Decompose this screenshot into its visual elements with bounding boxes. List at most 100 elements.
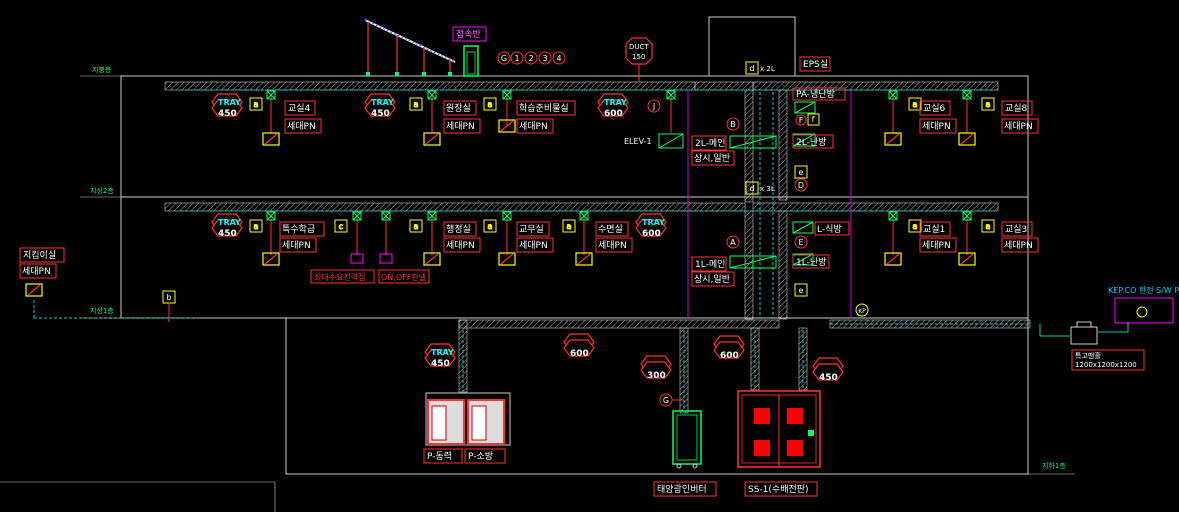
svg-text:450: 450 — [431, 359, 450, 369]
svg-text:ON,OFF판넬: ON,OFF판넬 — [381, 273, 426, 282]
tray-b-300: 300 — [640, 355, 672, 381]
ss1-switchboard: SS-1(수배전판) — [737, 390, 821, 497]
svg-text:세대PN: 세대PN — [446, 240, 475, 251]
svg-text:f: f — [812, 115, 815, 124]
demand-onoff-labels: 최대수요전력점 ON,OFF판넬 — [310, 269, 430, 284]
svg-text:학습준비물실: 학습준비물실 — [519, 103, 569, 114]
svg-text:SS-1(수배전판): SS-1(수배전판) — [748, 484, 809, 495]
svg-text:B: B — [730, 120, 736, 129]
svg-text:2: 2 — [528, 54, 533, 63]
junction-box: 접속반 — [452, 26, 487, 77]
svg-text:태양광인버터: 태양광인버터 — [657, 483, 707, 495]
2l-main-panel: B 2L-메인 상시,일반 — [691, 117, 777, 166]
svg-text:L-식방: L-식방 — [817, 224, 842, 235]
svg-text:세대PN: 세대PN — [519, 121, 548, 132]
svg-text:450: 450 — [218, 109, 237, 119]
svg-text:세대PN: 세대PN — [922, 121, 951, 132]
svg-text:1L-난방: 1L-난방 — [796, 257, 826, 268]
svg-text:A: A — [730, 238, 736, 247]
solar-array — [364, 19, 456, 76]
svg-text:a: a — [488, 100, 493, 109]
svg-text:d: d — [749, 64, 754, 73]
svg-text:교실3: 교실3 — [1005, 224, 1027, 235]
level-roof: 지붕층 — [92, 65, 112, 74]
svg-text:450: 450 — [218, 229, 237, 239]
svg-text:1: 1 — [514, 54, 519, 63]
svg-text:a: a — [567, 222, 572, 231]
frame-corner — [0, 481, 276, 512]
svg-text:600: 600 — [720, 351, 739, 361]
svg-text:최대수요전력점: 최대수요전력점 — [314, 272, 366, 282]
circuit-circles: G 1 2 3 4 — [497, 51, 566, 65]
svg-text:d: d — [749, 184, 754, 193]
svg-text:450: 450 — [371, 109, 390, 119]
svg-text:c: c — [339, 222, 343, 231]
svg-text:e: e — [799, 286, 804, 295]
svg-text:특수학급: 특수학급 — [282, 224, 315, 235]
svg-text:1200x1200x1200: 1200x1200x1200 — [1075, 361, 1137, 369]
svg-text:1L-메인: 1L-메인 — [695, 259, 725, 270]
svg-text:교실1: 교실1 — [923, 224, 945, 235]
svg-text:P-소방: P-소방 — [468, 451, 493, 462]
svg-text:교실4: 교실4 — [288, 103, 311, 114]
svg-text:450: 450 — [819, 373, 838, 383]
svg-text:TRAY: TRAY — [371, 98, 394, 107]
svg-text:600: 600 — [570, 349, 589, 359]
tray-f2-3: TRAY 600 — [597, 93, 629, 119]
svg-text:상시,일반: 상시,일반 — [694, 153, 730, 164]
svg-text:세대PN: 세대PN — [519, 240, 548, 251]
svg-text:세대PN: 세대PN — [446, 121, 475, 132]
svg-text:2L-메인: 2L-메인 — [695, 138, 725, 149]
svg-text:a: a — [414, 100, 419, 109]
svg-text:세대PN: 세대PN — [922, 240, 951, 251]
svg-text:D: D — [798, 181, 804, 190]
svg-text:P-동력: P-동력 — [427, 450, 452, 462]
svg-text:TRAY: TRAY — [604, 98, 627, 107]
level-basement: 지하1층 — [1042, 461, 1066, 470]
svg-text:J: J — [652, 102, 655, 111]
svg-text:a: a — [254, 100, 259, 109]
tray-f1-2: TRAY 600 — [635, 213, 667, 239]
eps-room: EPS실 — [799, 56, 831, 72]
svg-text:TRAY: TRAY — [642, 218, 665, 227]
svg-text:a: a — [986, 222, 991, 231]
svg-text:600: 600 — [642, 229, 661, 239]
svg-text:DUCT: DUCT — [629, 43, 649, 51]
svg-text:특고맨홀: 특고맨홀 — [1075, 351, 1101, 360]
kp-marker: KP — [855, 303, 869, 317]
svg-text:a: a — [488, 222, 493, 231]
svg-text:3: 3 — [542, 54, 547, 63]
tray-b-600-1: 600 — [563, 333, 595, 359]
svg-text:4: 4 — [556, 54, 561, 63]
svg-text:TRAY: TRAY — [218, 218, 241, 227]
svg-text:TRAY: TRAY — [431, 348, 454, 357]
tray-f2-2: TRAY 450 — [364, 93, 396, 119]
tray-b-450-right: 450 — [812, 357, 844, 383]
svg-text:행정실: 행정실 — [446, 223, 471, 235]
svg-text:수면실: 수면실 — [598, 224, 623, 235]
svg-text:교실8: 교실8 — [1005, 103, 1028, 114]
svg-text:a: a — [414, 222, 419, 231]
riser-d-3l: d x 3L — [745, 181, 775, 195]
tray-f1-1: TRAY 450 — [211, 213, 243, 239]
svg-text:세대PN: 세대PN — [282, 240, 311, 251]
meal-heat-1l: L-식방 E 1L-난방 e — [792, 221, 850, 297]
svg-text:x 2L: x 2L — [760, 65, 775, 73]
svg-text:세대PN: 세대PN — [22, 266, 51, 277]
room-label-f2: 교실4 세대PN 원장실 세대PN 학습준비물실 세대PN 교실6 세대PN 교… — [284, 100, 1039, 134]
tray-b-450-left: TRAY 450 — [424, 343, 456, 369]
junction-box-label: 접속반 — [456, 28, 481, 40]
pa-hvac: PA-냉난방 F f 2L-난방 — [792, 87, 846, 149]
riser-d-2l: d x 2L — [745, 61, 775, 75]
svg-text:x 3L: x 3L — [760, 185, 775, 193]
svg-text:세대PN: 세대PN — [1004, 240, 1033, 251]
duct-150: DUCT 150 — [625, 37, 653, 65]
solar-inverter: G 태양광인버터 — [653, 393, 717, 497]
tray-b-600-2: 600 — [713, 335, 745, 361]
svg-text:G: G — [663, 396, 669, 405]
svg-text:b: b — [166, 293, 171, 302]
cyan-conduits — [33, 89, 1030, 410]
svg-text:원장실: 원장실 — [446, 103, 471, 114]
riser-e-d: e D — [794, 165, 808, 192]
level-floor1: 지상1층 — [90, 306, 114, 315]
